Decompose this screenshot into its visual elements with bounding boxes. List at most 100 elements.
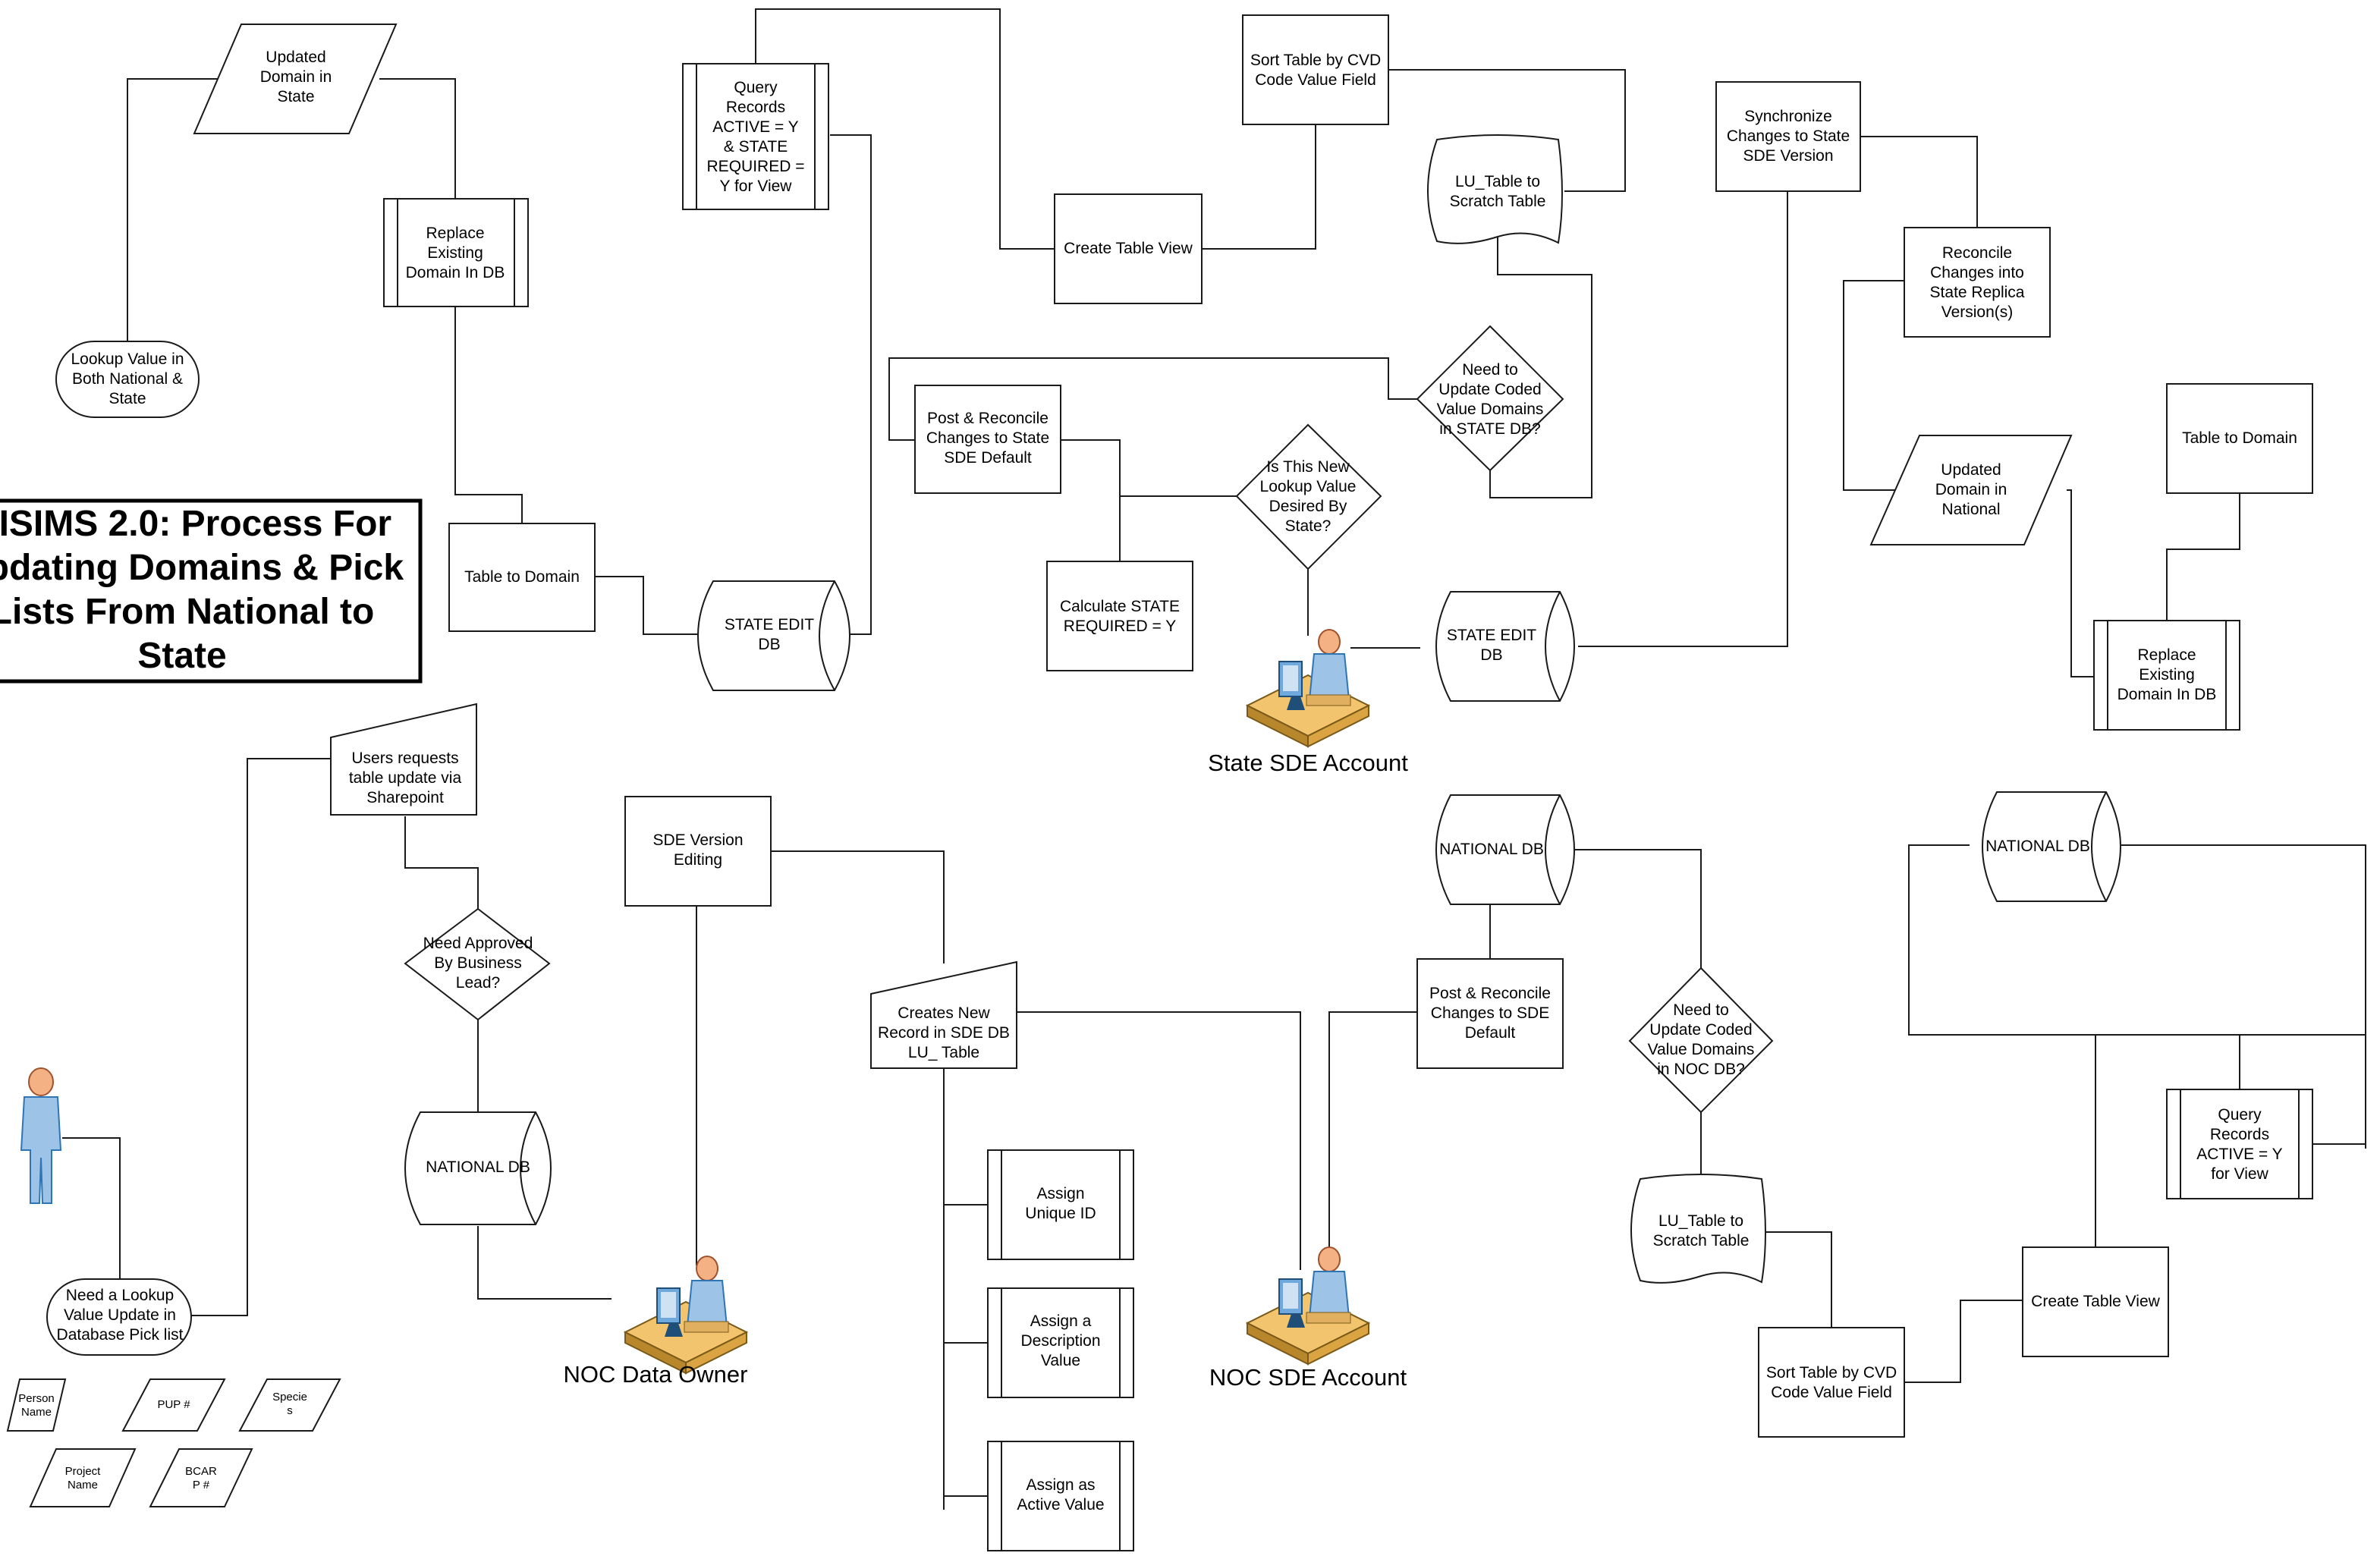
connector	[1014, 1011, 1301, 1270]
actor-standing-person	[20, 1067, 61, 1204]
svg-text:Create Table View: Create Table View	[2031, 1293, 2160, 1310]
connectors	[62, 8, 2366, 1510]
node-create-table-view-state: Create Table View	[1054, 193, 1203, 304]
connector	[62, 1137, 121, 1279]
connector	[1388, 69, 1626, 192]
actor-state-sde-account: State SDE Account	[1208, 629, 1408, 776]
connector	[1904, 1300, 2023, 1383]
actor-noc-data-owner: NOC Data Owner	[564, 1256, 748, 1388]
connector	[1489, 228, 1592, 498]
connector	[379, 78, 456, 199]
connector	[2166, 493, 2240, 621]
node-create-table-view-noc: Create Table View	[2022, 1246, 2169, 1357]
node-national-db-center: NATIONAL DB	[1435, 794, 1575, 905]
actor-noc-sde-account: NOC SDE Account	[1209, 1246, 1407, 1391]
node-national-db-left: NATIONAL DB	[404, 1111, 552, 1225]
connector	[1575, 849, 1702, 968]
connector	[1759, 1231, 1832, 1332]
connector	[477, 1226, 612, 1300]
connector	[1061, 439, 1121, 561]
svg-text:NATIONAL DB: NATIONAL DB	[1985, 838, 2090, 855]
node-table-to-domain-national: Table to Domain	[2166, 383, 2313, 494]
connector	[127, 78, 228, 341]
actor-label: NOC Data Owner	[564, 1361, 748, 1388]
connector	[1202, 124, 1316, 250]
actor-label: NOC SDE Account	[1209, 1364, 1407, 1391]
connector	[454, 306, 523, 523]
svg-text:Table to Domain: Table to Domain	[2182, 429, 2297, 447]
node-national-db-right: NATIONAL DB	[1982, 791, 2121, 902]
title-line: Lists From National to	[0, 592, 374, 632]
connector	[595, 576, 698, 635]
title-line: State	[137, 636, 226, 676]
node-table-to-domain-state: Table to Domain	[448, 523, 596, 632]
connector	[1908, 844, 2366, 1145]
connector	[404, 816, 479, 909]
connector	[766, 850, 945, 963]
connector	[1578, 191, 1788, 647]
actor-label: State SDE Account	[1208, 750, 1408, 776]
connector	[888, 357, 1422, 441]
svg-text:Create Table View: Create Table View	[1064, 240, 1193, 257]
title-line: NISIMS 2.0: Process For	[0, 504, 391, 544]
